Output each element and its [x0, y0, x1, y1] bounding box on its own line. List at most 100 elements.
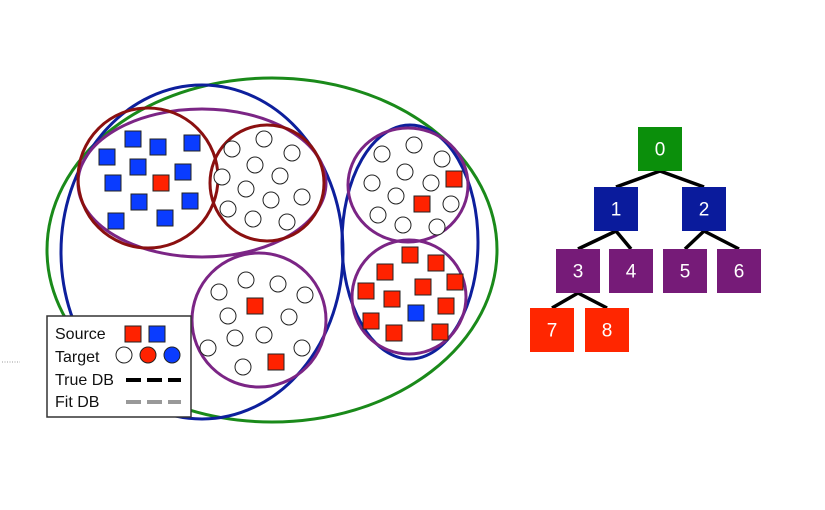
darkred-region-right — [208, 123, 326, 243]
source-point-red — [446, 273, 464, 291]
tree-node-8 — [585, 308, 629, 352]
tree-node-label: 0 — [655, 140, 666, 161]
tree-node-1 — [594, 187, 638, 231]
purple-region-right-top — [346, 126, 470, 244]
source-point-blue — [107, 212, 125, 230]
legend-source-red-square — [124, 325, 142, 343]
target-point-white — [283, 144, 301, 162]
target-point-white — [296, 286, 314, 304]
target-point-white — [246, 156, 264, 174]
target-point-white — [373, 145, 391, 163]
green-region — [45, 76, 499, 424]
legend-true-db-label: True DB — [55, 372, 114, 389]
target-point-white — [293, 339, 311, 357]
target-point-white — [271, 167, 289, 185]
target-point-white — [369, 206, 387, 224]
target-point-white — [219, 200, 237, 218]
target-point-white — [255, 130, 273, 148]
tree-node-7 — [530, 308, 574, 352]
tree-node-label: 1 — [611, 200, 622, 221]
legend-box — [46, 315, 192, 418]
source-point-red — [357, 282, 375, 300]
hierarchy-tree: 0 1 2 3 4 5 6 7 8 — [530, 127, 761, 352]
legend-source-label: Source — [55, 326, 106, 343]
target-point-white — [262, 191, 280, 209]
tree-node-label: 3 — [573, 262, 584, 283]
tree-node-label: 5 — [680, 262, 691, 283]
target-point-white — [199, 339, 217, 357]
blue-region-right — [340, 123, 480, 361]
target-point-white — [255, 326, 273, 344]
tree-edge-3-8 — [577, 291, 608, 310]
source-point-red — [383, 290, 401, 308]
source-point-red — [431, 323, 449, 341]
tree-edge-0-2 — [659, 169, 705, 189]
tree-node-5 — [663, 249, 707, 293]
tree-node-label: 2 — [699, 200, 710, 221]
darkred-region-left — [76, 106, 220, 250]
target-point-white — [442, 195, 460, 213]
tree-edge-1-3 — [577, 229, 617, 251]
target-point-white — [210, 283, 228, 301]
tree-node-label: 6 — [734, 262, 745, 283]
tree-edge-2-6 — [703, 229, 740, 251]
target-point-white — [280, 308, 298, 326]
source-point-blue — [181, 192, 199, 210]
source-point-red — [246, 297, 264, 315]
target-point-white — [405, 136, 423, 154]
legend-fit-db-label: Fit DB — [55, 394, 99, 411]
target-point-white — [223, 140, 241, 158]
target-point-white — [293, 188, 311, 206]
purple-region-bottom — [190, 251, 328, 389]
target-point-white — [226, 329, 244, 347]
source-point-red — [267, 353, 285, 371]
source-point-blue — [407, 304, 425, 322]
tree-node-3 — [556, 249, 600, 293]
target-point-white — [422, 174, 440, 192]
tree-node-0 — [638, 127, 682, 171]
target-point-white — [219, 307, 237, 325]
source-point-blue — [124, 130, 142, 148]
tree-node-label: 8 — [602, 321, 613, 342]
target-point-white — [244, 210, 262, 228]
tree-edge-1-4 — [614, 229, 633, 251]
tree-edge-3-7 — [551, 291, 579, 310]
source-point-red — [427, 254, 445, 272]
source-point-red — [401, 246, 419, 264]
target-point-white — [387, 187, 405, 205]
target-point-white — [363, 174, 381, 192]
source-point-blue — [98, 148, 116, 166]
legend: Source Target True DB Fit DB — [46, 315, 192, 418]
target-point-white — [396, 163, 414, 181]
target-point-white — [234, 358, 252, 376]
source-point-red — [152, 174, 170, 192]
source-point-blue — [149, 138, 167, 156]
source-point-blue — [129, 158, 147, 176]
target-point-white — [237, 271, 255, 289]
target-point-white — [394, 216, 412, 234]
target-point-white — [237, 180, 255, 198]
target-point-white — [428, 218, 446, 236]
source-point-red — [445, 170, 463, 188]
data-points — [98, 130, 464, 376]
tree-node-2 — [682, 187, 726, 231]
tree-node-label: 7 — [547, 321, 558, 342]
tree-node-label: 4 — [626, 262, 637, 283]
source-point-blue — [104, 174, 122, 192]
source-point-blue — [174, 163, 192, 181]
legend-target-red-circle — [139, 346, 157, 364]
source-point-red — [413, 195, 431, 213]
source-point-blue — [156, 209, 174, 227]
purple-region-right-bottom — [350, 238, 468, 356]
tree-edge-0-1 — [615, 169, 661, 189]
target-point-white — [433, 150, 451, 168]
target-point-white — [213, 168, 231, 186]
source-point-blue — [183, 134, 201, 152]
target-point-white — [278, 213, 296, 231]
tree-node-4 — [609, 249, 653, 293]
source-point-red — [376, 263, 394, 281]
legend-source-blue-square — [148, 325, 166, 343]
legend-target-label: Target — [55, 349, 100, 366]
source-point-blue — [130, 193, 148, 211]
